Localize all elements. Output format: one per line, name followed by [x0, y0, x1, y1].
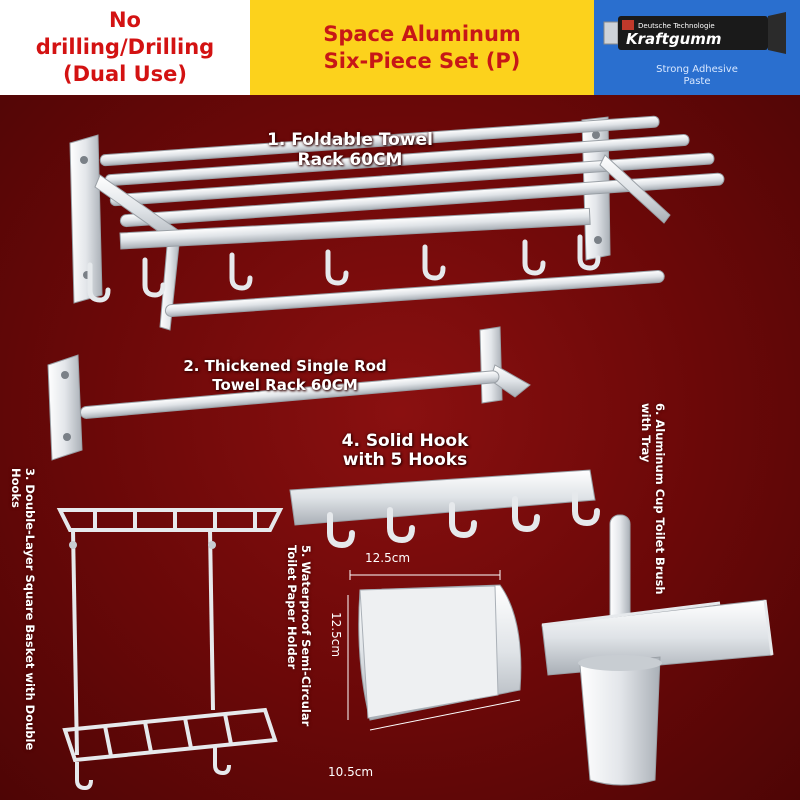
- product-label-6: 6. Aluminum Cup Toilet Brush with Tray: [639, 403, 667, 595]
- header-banner: No drilling/Drilling (Dual Use) Space Al…: [0, 0, 800, 95]
- set-title: Space Aluminum Six-Piece Set (P): [323, 21, 521, 73]
- installation-text: No drilling/Drilling (Dual Use): [35, 8, 215, 86]
- toilet-paper-holder-image: [347, 570, 522, 731]
- product-label-3: 3. Double-Layer Square Basket with Doubl…: [9, 468, 37, 751]
- set-title-badge: Space Aluminum Six-Piece Set (P): [250, 0, 594, 95]
- dimension-height: 12.5cm: [329, 612, 343, 658]
- product-label-2: 2. Thickened Single Rod Towel Rack 60CM: [183, 357, 387, 394]
- toilet-brush-holder-image: [541, 514, 774, 786]
- hook-rail-image: [289, 469, 600, 549]
- installation-badge: No drilling/Drilling (Dual Use): [0, 0, 250, 95]
- adhesive-tube-image: Deutsche Technologie Kraftgumm: [603, 12, 786, 54]
- product-label-1: 1. Foldable Towel Rack 60CM: [267, 130, 433, 170]
- product-label-4: 4. Solid Hook with 5 Hooks: [341, 431, 469, 470]
- single-rod-towel-rack-image: [47, 326, 531, 461]
- dimension-depth: 10.5cm: [328, 765, 374, 779]
- double-layer-basket-image: [56, 508, 284, 791]
- tube-brand: Kraftgumm: [626, 30, 722, 48]
- product-label-5: 5. Waterproof Semi-Circular Toilet Paper…: [285, 545, 313, 727]
- tube-brand-small: Deutsche Technologie: [638, 22, 715, 30]
- adhesive-badge: Deutsche Technologie Kraftgumm Strong Ad…: [594, 0, 800, 95]
- dimension-width: 12.5cm: [365, 551, 411, 565]
- adhesive-caption: Strong Adhesive Paste: [656, 64, 738, 87]
- foldable-towel-rack-image: [69, 115, 725, 331]
